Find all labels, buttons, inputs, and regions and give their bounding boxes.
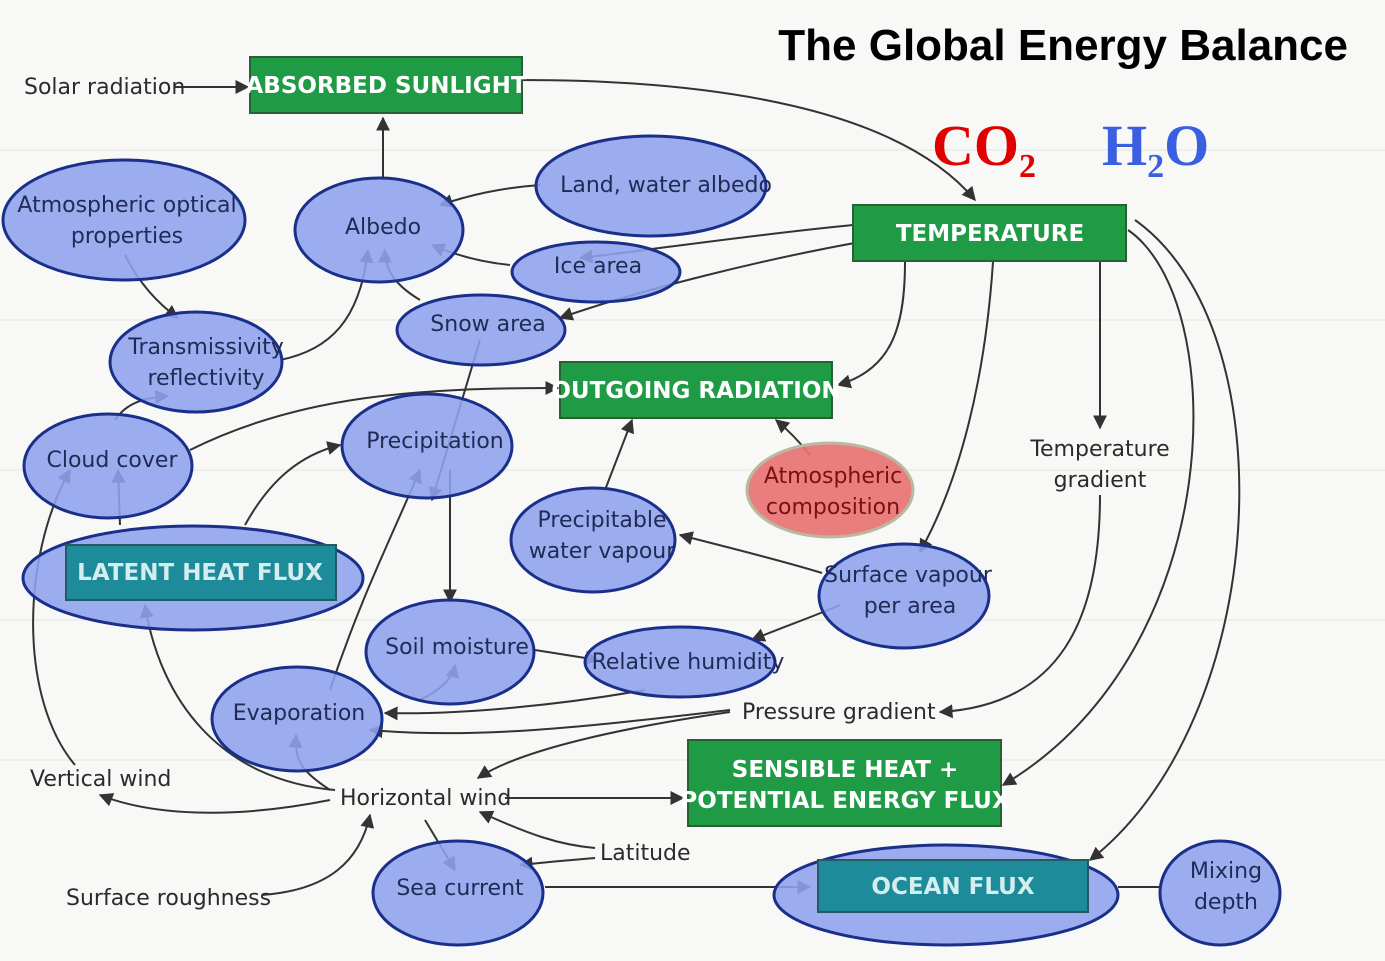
- edge-latitude-to-horizontal: [478, 810, 596, 849]
- precipitable-line1: Precipitable: [538, 508, 667, 533]
- edge-cloud-to-outgoing: [189, 381, 560, 451]
- edge-horizontal-to-latent: [140, 603, 336, 791]
- node-precipitable-water: Precipitable water vapour: [509, 486, 677, 594]
- page-title: The Global Energy Balance: [778, 21, 1348, 70]
- edge-latent-to-precipitation: [244, 441, 342, 526]
- node-ice-area: Ice area: [510, 240, 682, 304]
- surface-vapour-line2: per area: [864, 594, 957, 619]
- node-surface-vapour: Surface vapour per area: [817, 542, 993, 650]
- latitude-label: Latitude: [600, 841, 691, 866]
- node-sea-current: Sea current: [371, 839, 545, 947]
- temperature-gradient-line1: Temperature: [1029, 437, 1169, 462]
- precipitable-line2: water vapour: [529, 539, 677, 564]
- latent-heat-flux-label: LATENT HEAT FLUX: [77, 560, 323, 586]
- edge-land-to-albedo: [438, 184, 541, 208]
- edge-precipitable-to-outgoing: [604, 418, 634, 491]
- atmospheric-comp-line2: composition: [766, 495, 900, 520]
- surface-vapour-line1: Surface vapour: [824, 563, 993, 588]
- node-precipitation: Precipitation: [340, 392, 514, 500]
- mixing-depth-line1: Mixing: [1190, 859, 1262, 884]
- node-transmissivity: Transmissivity reflectivity: [108, 310, 284, 414]
- evaporation-label: Evaporation: [233, 701, 366, 726]
- edge-humidity-to-evaporation: [383, 689, 646, 721]
- box-outgoing-radiation: OUTGOING RADIATION: [551, 361, 841, 419]
- soil-moisture-label: Soil moisture: [385, 635, 529, 660]
- h2o-tail: O: [1164, 113, 1209, 178]
- co2-subscript: 2: [1019, 148, 1036, 185]
- edge-temperature-to-sensible: [1001, 229, 1195, 786]
- box-sensible-heat: SENSIBLE HEAT + POTENTIAL ENERGY FLUX: [680, 739, 1010, 827]
- atmospheric-optical-line2: properties: [71, 224, 183, 249]
- edge-pressure-to-evaporation: [368, 709, 731, 739]
- node-mixing-depth: Mixing depth: [1158, 839, 1282, 947]
- transmissivity-line2: reflectivity: [147, 366, 264, 391]
- precipitation-label: Precipitation: [366, 429, 504, 454]
- node-latent-heat-flux: LATENT HEAT FLUX: [21, 524, 365, 632]
- node-atmospheric-composition: Atmospheric composition: [745, 441, 915, 539]
- edge-absorbed-to-temperature: [521, 79, 976, 202]
- node-snow-area: Snow area: [395, 293, 567, 367]
- pressure-gradient-label: Pressure gradient: [742, 700, 936, 725]
- edge-pressure-to-horizontal: [476, 711, 731, 779]
- albedo-label: Albedo: [345, 215, 421, 240]
- temperature-label: TEMPERATURE: [896, 221, 1084, 247]
- sea-current-label: Sea current: [396, 876, 524, 901]
- edge-gradient-to-pressure: [938, 494, 1101, 719]
- edge-temperature-to-ocean: [1088, 219, 1241, 861]
- absorbed-sunlight-label: ABSORBED SUNLIGHT: [245, 73, 526, 99]
- land-water-albedo-label: Land, water albedo: [560, 173, 772, 198]
- edge-temperature-to-outgoing: [836, 261, 906, 389]
- node-land-water-albedo: Land, water albedo: [534, 134, 772, 238]
- box-temperature: TEMPERATURE: [852, 204, 1127, 262]
- co2-base: CO: [932, 113, 1019, 178]
- ocean-flux-label: OCEAN FLUX: [871, 874, 1034, 900]
- h2o-subscript: 2: [1147, 148, 1164, 185]
- box-absorbed-sunlight: ABSORBED SUNLIGHT: [245, 56, 527, 114]
- cloud-cover-label: Cloud cover: [47, 448, 179, 473]
- sensible-heat-line2: POTENTIAL ENERGY FLUX: [680, 788, 1009, 814]
- node-cloud-cover: Cloud cover: [22, 412, 194, 520]
- node-atmospheric-optical: Atmospheric optical properties: [1, 158, 247, 282]
- co2-formula: CO2: [932, 113, 1036, 185]
- node-soil-moisture: Soil moisture: [364, 598, 536, 706]
- ice-area-label: Ice area: [554, 254, 642, 279]
- edge-horizontal-to-vertical: [98, 793, 331, 814]
- node-relative-humidity: Relative humidity: [583, 625, 785, 699]
- outgoing-radiation-label: OUTGOING RADIATION: [551, 378, 840, 404]
- edge-roughness-to-horizontal: [261, 813, 375, 896]
- h2o-base: H: [1102, 113, 1147, 178]
- snow-area-label: Snow area: [430, 312, 545, 337]
- edge-latitude-to-sea: [518, 856, 596, 871]
- transmissivity-line1: Transmissivity: [127, 335, 284, 360]
- temperature-gradient-line2: gradient: [1054, 468, 1147, 493]
- atmospheric-comp-line1: Atmospheric: [764, 464, 902, 489]
- node-evaporation: Evaporation: [210, 665, 384, 773]
- node-ocean-flux: OCEAN FLUX: [772, 843, 1120, 947]
- surface-roughness-label: Surface roughness: [66, 886, 271, 911]
- node-albedo: Albedo: [293, 176, 465, 284]
- atmospheric-optical-line1: Atmospheric optical: [17, 193, 236, 218]
- vertical-wind-label: Vertical wind: [30, 767, 171, 792]
- edge-vertical-to-cloud: [32, 468, 76, 766]
- solar-radiation-label: Solar radiation: [24, 75, 185, 100]
- horizontal-wind-label: Horizontal wind: [340, 786, 511, 811]
- edge-surface-to-precipitable: [678, 531, 823, 574]
- h2o-formula: H2O: [1102, 113, 1209, 185]
- edge-temperature-to-snow: [558, 241, 861, 321]
- edge-temperature-to-surface-vapour: [919, 261, 994, 554]
- sensible-heat-line1: SENSIBLE HEAT +: [732, 757, 959, 783]
- relative-humidity-label: Relative humidity: [592, 650, 785, 675]
- mixing-depth-line2: depth: [1194, 890, 1258, 915]
